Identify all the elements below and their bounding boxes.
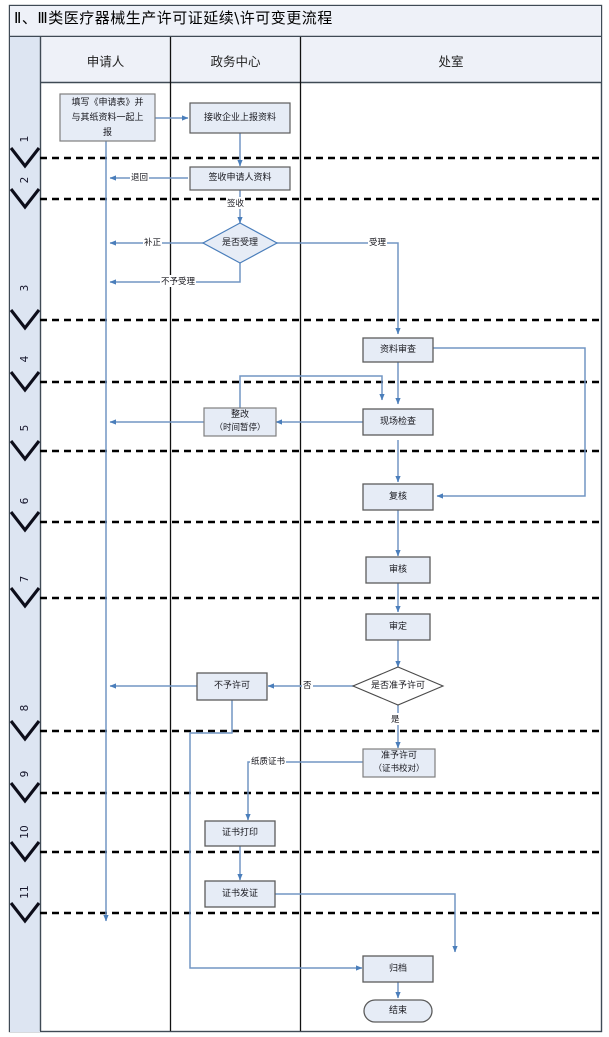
node-fill-form[interactable] [59, 93, 156, 142]
node-archive[interactable] [362, 955, 434, 983]
edge-label-paper-cert: 纸质证书 [250, 755, 287, 767]
row-number-5: 5 [19, 424, 31, 432]
column-header-department: 处室 [438, 54, 464, 69]
edge-accepted [275, 242, 401, 335]
connectors [103, 115, 586, 999]
node-label-doc-review: 资料审查 [379, 344, 416, 355]
node-label-onsite-check: 现场检查 [379, 416, 416, 427]
node-label-permit-decision: 是否准予许可 [370, 681, 425, 692]
row-number-2: 2 [19, 176, 31, 184]
node-label-rectify-line2: （时间暂停） [214, 423, 266, 434]
node-label-receive-docs: 接收企业上报资料 [203, 112, 276, 123]
node-permit-decision[interactable] [351, 666, 445, 706]
node-label-approval-review: 审定 [388, 621, 407, 632]
row-number-11: 11 [19, 885, 31, 899]
node-no-permit[interactable] [196, 672, 268, 701]
row-number-10: 10 [19, 825, 31, 839]
row-number-4: 4 [19, 355, 31, 363]
node-audit[interactable] [365, 556, 431, 584]
row-number-3: 3 [19, 284, 31, 292]
title-bar-bg [10, 6, 601, 36]
node-label-fill-form-line3: 报 [102, 128, 112, 139]
row-number-1: 1 [19, 135, 31, 143]
edge-docreview-loop-recheck [433, 347, 586, 499]
node-rectify[interactable] [203, 407, 277, 437]
edge-label-not-accepted: 不予受理 [160, 275, 197, 287]
node-label-no-permit: 不予许可 [213, 681, 250, 692]
row-number-7: 7 [19, 575, 31, 583]
node-recheck[interactable] [362, 483, 434, 511]
page-title: Ⅱ、Ⅲ类医疗器械生产许可证延续\许可变更流程 [14, 9, 333, 27]
row-number-9: 9 [19, 770, 31, 778]
column-header-applicant: 申请人 [86, 54, 125, 69]
node-label-end: 结束 [388, 1005, 407, 1016]
node-print-cert[interactable] [204, 820, 276, 847]
node-label-fill-form-line2: 与其纸资料一起上 [71, 113, 144, 124]
node-grant-permit[interactable] [362, 748, 436, 778]
row-number-8: 8 [19, 704, 31, 712]
node-doc-review[interactable] [362, 337, 434, 363]
edge-label-no: 否 [302, 679, 313, 691]
node-label-grant-permit-line2: （证书校对） [373, 764, 425, 775]
edge-paper-cert [245, 761, 363, 821]
node-label-print-cert: 证书打印 [221, 828, 258, 839]
node-issue-cert[interactable] [204, 880, 276, 908]
row-number-6: 6 [19, 497, 31, 505]
node-onsite-check[interactable] [362, 408, 434, 436]
edge-label-supplement: 补正 [143, 236, 163, 248]
node-label-recheck: 复核 [388, 491, 407, 502]
node-label-fill-form-line1: 填写《申请表》并 [71, 98, 144, 109]
row-chevrons [9, 147, 41, 924]
node-label-accept-decision: 是否受理 [221, 237, 258, 248]
edge-label-signed: 签收 [226, 197, 246, 209]
node-accept-decision[interactable] [201, 222, 279, 264]
outer-frame [8, 4, 603, 1033]
column-header-service-center: 政务中心 [210, 54, 261, 69]
edge-rectify-loop-onsite [239, 375, 385, 408]
node-receive-docs[interactable] [189, 102, 291, 134]
edge-label-return: 退回 [130, 171, 150, 183]
edge-not-accepted [109, 263, 241, 285]
node-label-audit: 审核 [388, 564, 407, 575]
node-end[interactable] [363, 999, 433, 1023]
row-dividers [40, 156, 601, 915]
edge-label-accepted: 受理 [368, 236, 388, 248]
edge-issue-to-archive [271, 893, 458, 953]
header-band-bg [10, 37, 601, 82]
node-label-issue-cert: 证书发证 [221, 888, 258, 899]
edge-label-yes: 是 [390, 713, 401, 725]
node-label-sign-receipt: 签收申请人资料 [208, 173, 272, 184]
node-sign-receipt[interactable] [189, 166, 291, 191]
node-label-grant-permit-line1: 准予许可 [380, 751, 417, 762]
nodes [59, 93, 445, 1023]
node-approval-review[interactable] [365, 613, 431, 641]
edge-nopermit-to-archive [189, 700, 363, 971]
node-label-archive: 归档 [388, 963, 407, 974]
node-label-rectify-line1: 整改 [230, 410, 249, 421]
row-number-lane-bg [10, 37, 40, 1032]
